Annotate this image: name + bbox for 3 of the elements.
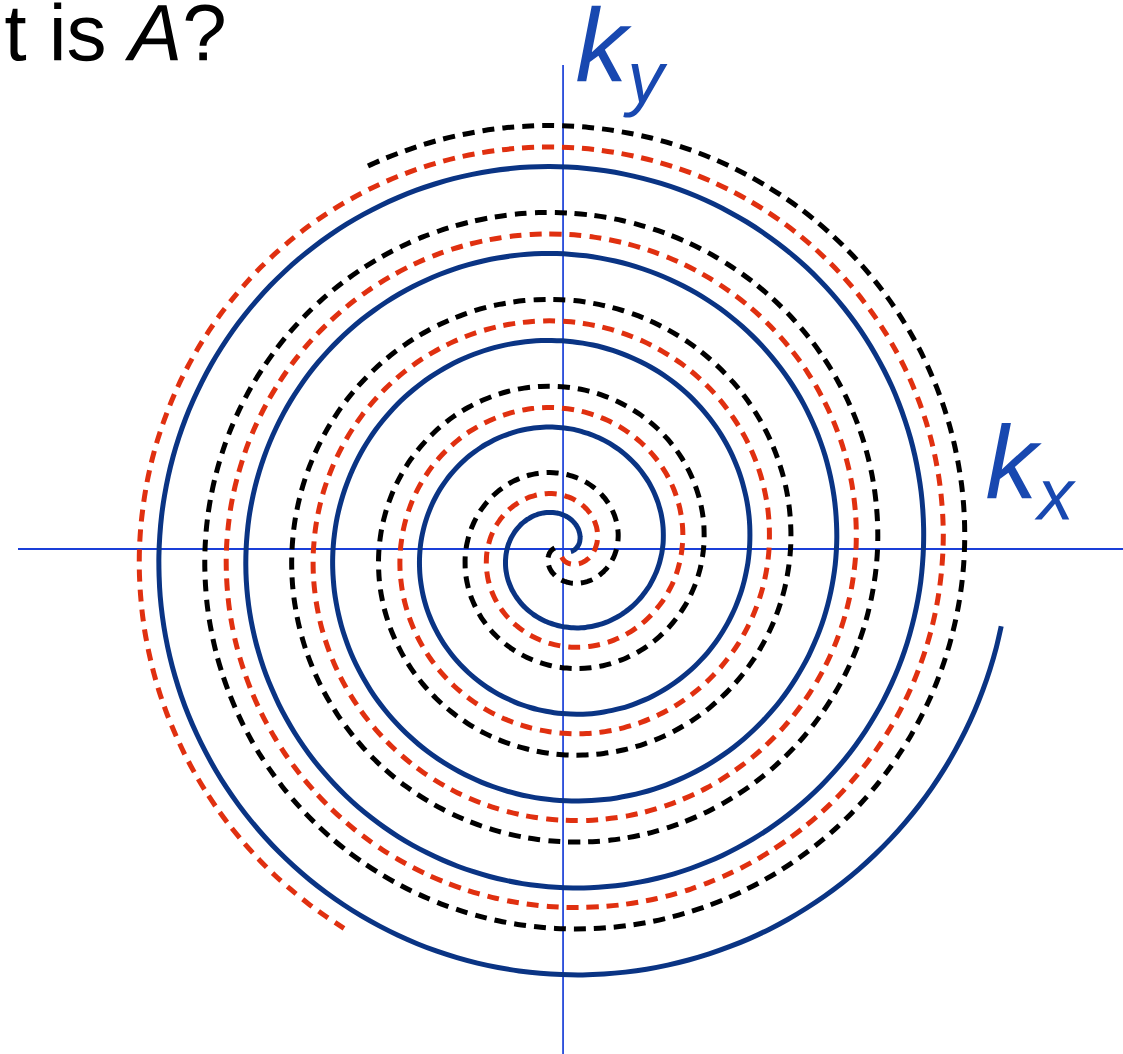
axis-label: k$_{x}$ [987, 422, 1076, 520]
axis-label: k$_{y}$ [577, 5, 668, 118]
question-text: t is A? [5, 2, 224, 62]
